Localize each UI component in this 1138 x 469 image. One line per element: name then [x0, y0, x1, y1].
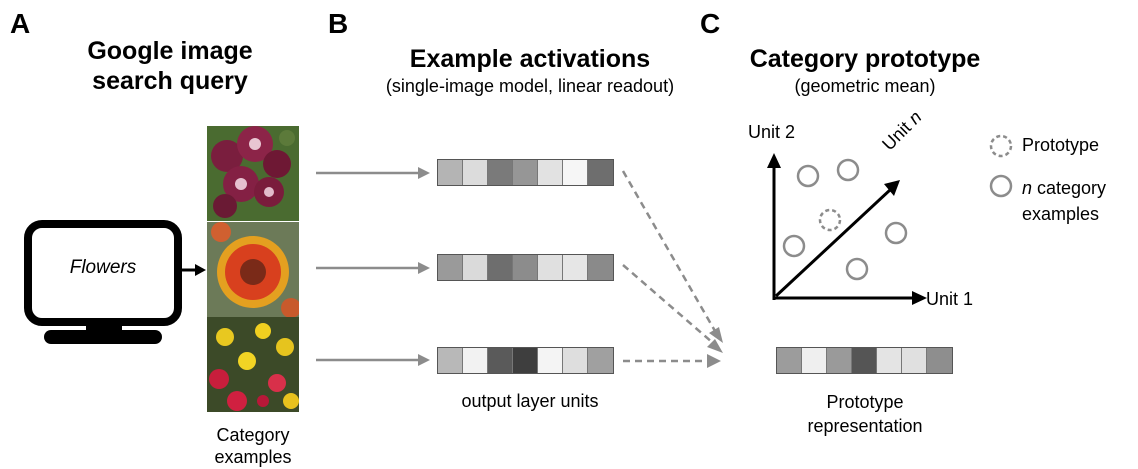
legend-prototype-icon — [989, 134, 1013, 158]
legend-example-icon — [989, 174, 1013, 198]
activation-cell — [488, 255, 513, 280]
legend-examples-line1: category — [1032, 178, 1107, 198]
image-to-activation-arrows — [316, 167, 430, 366]
monitor-icon — [24, 220, 182, 344]
activation-cell — [438, 255, 463, 280]
activation-cell — [588, 348, 613, 373]
prototype-caption-line2: representation — [807, 416, 923, 436]
prototype-cell — [802, 348, 827, 373]
prototype-caption-line1: Prototype — [826, 392, 904, 412]
flower-image-2 — [207, 222, 299, 317]
legend-prototype-label: Prototype — [1022, 135, 1100, 155]
panel-c-subtitle: (geometric mean) — [794, 76, 936, 96]
flower-image-1 — [207, 126, 299, 221]
activation-cell — [438, 160, 463, 185]
activation-cell — [513, 348, 538, 373]
category-examples-line1: Category — [216, 425, 290, 445]
prototype-caption: Prototype representation — [760, 390, 970, 438]
unit-space-plot — [767, 153, 927, 305]
activation-cell — [563, 348, 588, 373]
prototype-cell — [852, 348, 877, 373]
axis-y-label: Unit 2 — [748, 122, 796, 142]
flower-image-3 — [207, 317, 299, 412]
prototype-cell — [827, 348, 852, 373]
panel-a-title: Google image search query — [60, 36, 280, 96]
convergence-arrows — [621, 170, 723, 368]
prototype-cell — [877, 348, 902, 373]
activation-cell — [488, 160, 513, 185]
prototype-vector — [776, 347, 953, 374]
activation-cell — [538, 255, 563, 280]
output-layer-caption: output layer units — [461, 391, 599, 411]
activation-cell — [588, 255, 613, 280]
axis-n-label: Unit n — [878, 107, 926, 155]
category-examples-caption: Category examples — [175, 424, 331, 468]
axis-x-label: Unit 1 — [926, 289, 974, 309]
activation-cell — [488, 348, 513, 373]
prototype-cell — [902, 348, 927, 373]
activation-cell — [513, 160, 538, 185]
panel-c-letter: C — [700, 8, 721, 39]
panel-b-letter: B — [328, 8, 349, 39]
legend-examples-line2: examples — [1022, 204, 1100, 224]
legend-examples-variable: n — [1022, 178, 1033, 198]
activation-vector-2 — [437, 254, 614, 281]
legend-markers — [989, 134, 1013, 198]
activation-cell — [463, 255, 488, 280]
panel-a-letter: A — [10, 8, 31, 39]
panel-a-title-line2: search query — [92, 67, 248, 95]
activation-cell — [513, 255, 538, 280]
query-text: Flowers — [69, 257, 137, 278]
legend-examples-label: n category examples — [1022, 175, 1106, 227]
activation-cell — [538, 160, 563, 185]
panel-c-title: Category prototype — [749, 45, 981, 73]
activation-vector-3 — [437, 347, 614, 374]
panel-b-subtitle: (single-image model, linear readout) — [385, 76, 675, 96]
activation-cell — [538, 348, 563, 373]
category-examples-line2: examples — [214, 447, 292, 467]
activation-vector-1 — [437, 159, 614, 186]
query-arrow-icon — [178, 264, 206, 276]
activation-cell — [438, 348, 463, 373]
activation-cell — [563, 255, 588, 280]
activation-cell — [588, 160, 613, 185]
activation-cell — [563, 160, 588, 185]
prototype-cell — [927, 348, 952, 373]
panel-b-title: Example activations — [409, 45, 651, 73]
activation-cell — [463, 160, 488, 185]
panel-a-title-line1: Google image — [87, 37, 253, 65]
activation-cell — [463, 348, 488, 373]
prototype-cell — [777, 348, 802, 373]
